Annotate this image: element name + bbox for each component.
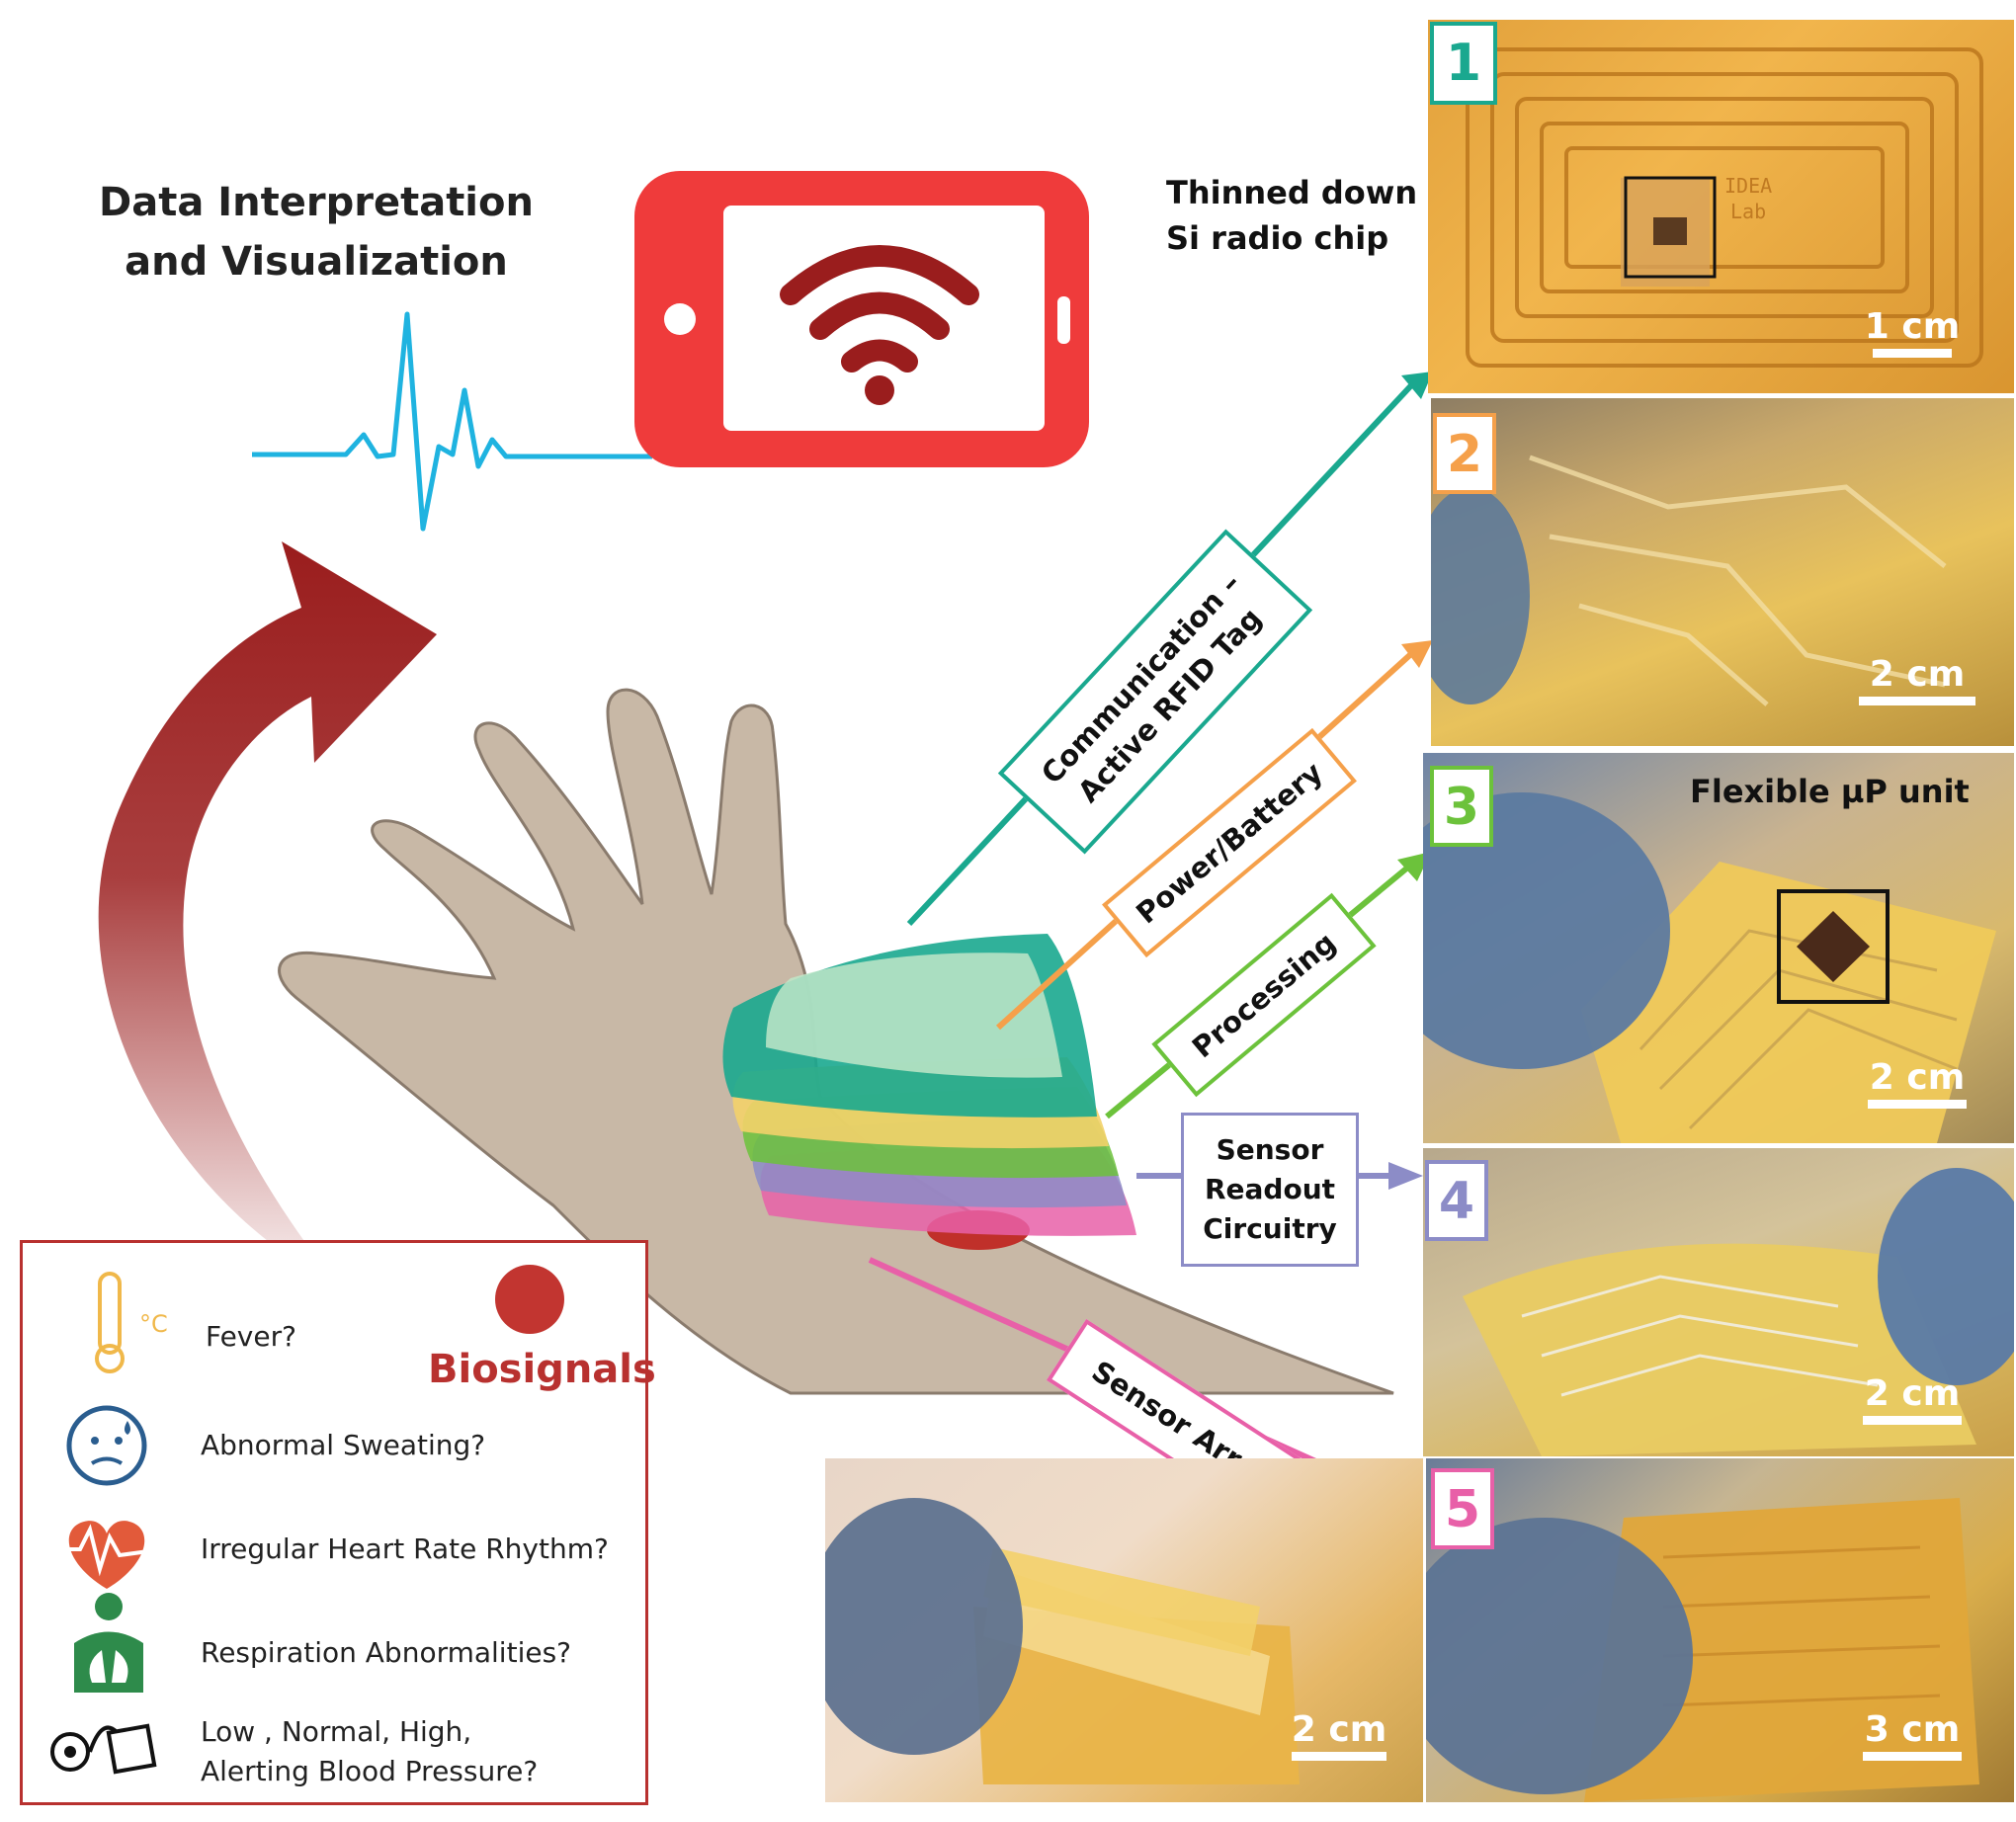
chip-lab-label-line-2: Lab — [1730, 200, 1767, 223]
blood-pressure-icon — [50, 1723, 157, 1775]
annotation-flexible-up: Flexible µP unit — [1690, 773, 1970, 810]
scale-bar-4-text: 2 cm — [1864, 1373, 1961, 1414]
photo-6-stacked-layers — [825, 1458, 1423, 1802]
photo-number-3: 3 — [1430, 766, 1493, 847]
annotation-radio-chip: Thinned down Si radio chip — [1166, 170, 1417, 261]
legend-heart-rate: Irregular Heart Rate Rhythm? — [201, 1532, 609, 1565]
wifi-icon — [780, 245, 979, 373]
chip-lab-label: IDEA Lab — [1724, 173, 1772, 224]
scale-bar-2: 2 cm — [1853, 654, 1981, 705]
lungs-icon — [74, 1593, 143, 1693]
sweating-face-icon — [66, 1405, 147, 1486]
chip-lab-label-line-1: IDEA — [1724, 174, 1773, 198]
legend-blood-pressure-line-2: Alerting Blood Pressure? — [201, 1755, 539, 1787]
title-line-1: Data Interpretation — [99, 180, 534, 225]
rfid-coil-icon — [1466, 47, 1983, 368]
photo-number-4-text: 4 — [1438, 1172, 1475, 1231]
page-title: Data Interpretation and Visualization — [99, 173, 534, 291]
annotation-radio-chip-line-1: Thinned down — [1166, 174, 1418, 211]
photo-4-readout — [1423, 1148, 2014, 1456]
photo-number-5: 5 — [1431, 1468, 1494, 1549]
scale-bar-5-text: 3 cm — [1864, 1709, 1961, 1750]
biosignals-legend: Biosignals °C Fever? Abnormal Sweating? … — [20, 1240, 656, 1805]
scale-bar-3: 2 cm — [1863, 1057, 1972, 1109]
stacked-layers-icon — [825, 1498, 1300, 1784]
photo-3-processor: Flexible µP unit — [1423, 753, 2014, 1143]
microprocessor-board-icon — [1423, 792, 1996, 1143]
circuit-trace-icon — [1431, 455, 1947, 706]
scale-bar-1: 1 cm — [1858, 306, 1967, 358]
label-readout-line-3: Circuitry — [1203, 1212, 1337, 1245]
legend-respiration: Respiration Abnormalities? — [201, 1636, 572, 1669]
biosignal-dot-icon — [495, 1265, 564, 1334]
thermometer-icon — [95, 1272, 125, 1373]
legend-sweating: Abnormal Sweating? — [201, 1429, 486, 1461]
scale-bar-5: 3 cm — [1858, 1709, 1967, 1761]
photo-number-3-text: 3 — [1443, 778, 1480, 837]
photo-1-rfid-tag: IDEA Lab — [1428, 20, 2014, 393]
legend-fever: Fever? — [206, 1320, 296, 1353]
label-readout-line-1: Sensor — [1216, 1133, 1324, 1166]
ecg-waveform-icon — [252, 311, 652, 532]
title-line-2: and Visualization — [125, 239, 508, 285]
label-readout: Sensor Readout Circuitry — [1181, 1113, 1359, 1267]
scale-bar-6: 2 cm — [1285, 1709, 1393, 1761]
photo-number-1-text: 1 — [1445, 34, 1482, 93]
annotation-radio-chip-line-2: Si radio chip — [1166, 219, 1389, 257]
photo-number-2: 2 — [1433, 413, 1496, 494]
heart-rate-icon — [50, 1521, 164, 1589]
photo-number-2-text: 2 — [1446, 425, 1483, 484]
legend-blood-pressure: Low , Normal, High, Alerting Blood Press… — [201, 1712, 538, 1791]
celsius-unit: °C — [139, 1310, 168, 1338]
smartphone-icon — [634, 171, 1089, 467]
scale-bar-6-text: 2 cm — [1291, 1709, 1387, 1750]
curved-arrow-icon — [98, 541, 437, 1289]
scale-bar-1-text: 1 cm — [1864, 306, 1961, 347]
sensor-board-icon — [1426, 1498, 1979, 1802]
legend-blood-pressure-line-1: Low , Normal, High, — [201, 1715, 472, 1748]
readout-board-icon — [1463, 1168, 2014, 1456]
biosignals-heading: Biosignals — [428, 1347, 656, 1392]
scale-bar-3-text: 2 cm — [1869, 1057, 1966, 1098]
photo-number-5-text: 5 — [1444, 1480, 1481, 1539]
photo-5-sensor-array — [1426, 1458, 2014, 1802]
scale-bar-2-text: 2 cm — [1869, 654, 1966, 695]
flexible-patch-layers — [722, 934, 1136, 1236]
photo-2-battery — [1431, 398, 2014, 746]
scale-bar-4: 2 cm — [1858, 1373, 1967, 1425]
label-readout-line-2: Readout — [1204, 1173, 1336, 1205]
photo-number-1: 1 — [1430, 22, 1497, 105]
photo-number-4: 4 — [1425, 1160, 1488, 1241]
